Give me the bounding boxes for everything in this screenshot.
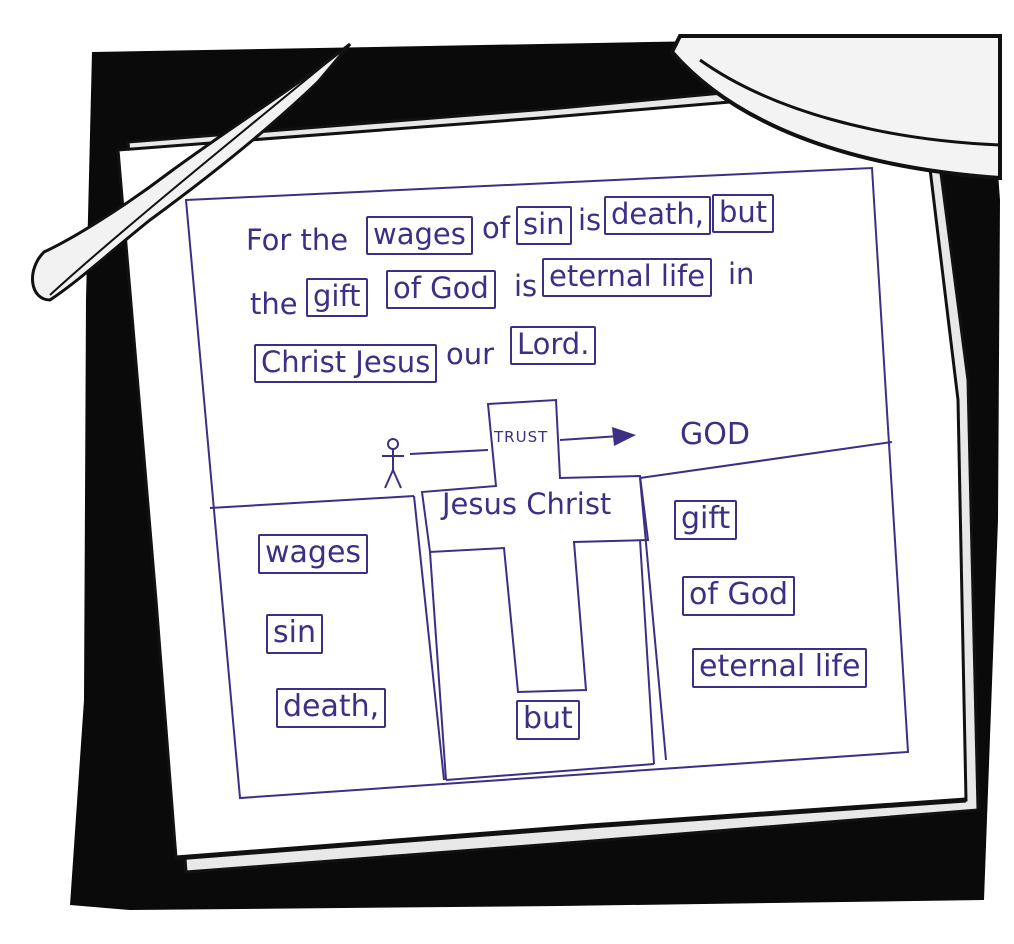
right-item-gift: gift bbox=[674, 500, 737, 540]
verse-the: the bbox=[250, 290, 298, 319]
god-label: GOD bbox=[680, 420, 750, 450]
verse-wages: wages bbox=[366, 216, 473, 255]
verse-christ-jesus: Christ Jesus bbox=[254, 344, 437, 383]
verse-for-the: For the bbox=[246, 226, 348, 255]
left-item-death: death, bbox=[276, 688, 386, 728]
right-item-eternal-life: eternal life bbox=[692, 648, 867, 688]
verse-in: in bbox=[728, 260, 754, 289]
verse-of-god: of God bbox=[386, 270, 496, 309]
left-item-wages: wages bbox=[258, 534, 368, 574]
verse-of: of bbox=[482, 214, 510, 243]
book-page bbox=[118, 86, 966, 858]
verse-eternal-life: eternal life bbox=[542, 258, 712, 297]
right-item-of-god: of God bbox=[682, 576, 795, 616]
verse-is: is bbox=[578, 206, 601, 235]
cross-label: Jesus Christ bbox=[442, 490, 611, 519]
verse-sin: sin bbox=[516, 206, 572, 245]
verse-but: but bbox=[712, 194, 774, 233]
verse-death: death, bbox=[604, 196, 711, 235]
verse-our: our bbox=[446, 340, 494, 369]
verse-is-2: is bbox=[514, 272, 537, 301]
verse-gift: gift bbox=[306, 278, 368, 317]
verse-lord: Lord. bbox=[510, 326, 596, 365]
trust-label: TRUST bbox=[494, 430, 548, 445]
open-book bbox=[118, 74, 978, 872]
center-but: but bbox=[516, 700, 580, 740]
left-item-sin: sin bbox=[266, 614, 323, 654]
